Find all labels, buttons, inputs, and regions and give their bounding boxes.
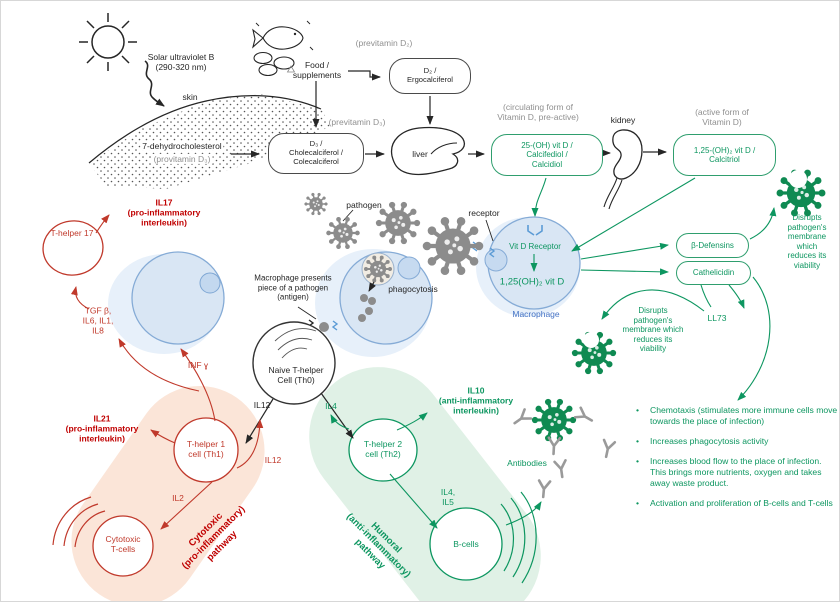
th1-cell [173,417,239,483]
th2-cell [348,418,418,482]
naive-t-cell [252,321,336,405]
uv-squiggle-arrow [144,60,165,107]
liver-icon [390,126,466,176]
calcifediol-box: 25-(OH) vit D / Calcifediol / Calcidiol [491,134,603,176]
green-viruses [530,168,827,443]
d2-ergocalciferol-box: D₂ / Ergocalciferol [389,58,471,94]
phagocytosis-macrophage [339,251,433,345]
green-arrows [330,177,777,529]
red-arrows [70,214,264,530]
vitd-effects-list: Chemotaxis (stimulates more immune cells… [633,405,838,518]
vdr-receptor-glyph [527,225,543,236]
cytotoxic-pathway-band [71,385,265,601]
list-item: Increases phagocytosis activity [633,436,838,447]
antigen-pointer-line [297,306,317,320]
process-arrows [231,70,667,158]
cathelicidin-box: Cathelicidin [676,261,751,285]
virus-with-antibodies [530,397,578,443]
list-item: Increases blood flow to the place of inf… [633,456,838,489]
list-item: Chemotaxis (stimulates more immune cells… [633,405,838,427]
cytotoxic-t-cells [52,496,154,577]
sun-icon [79,13,137,71]
kidney-icon [603,129,643,210]
fish-food-icon [252,20,314,77]
list-item: Activation and proliferation of B-cells … [633,498,838,509]
macrophage-cell-left [131,251,225,345]
d3-cholecalciferol-box: D₃ / Cholecalciferol / Colecalciferol [268,133,364,174]
b-cells [429,491,537,584]
pathogen-pointer-line [342,209,354,222]
calcitriol-box: 1,25-(OH)₂ vit D / Calcitriol [673,134,776,176]
t-helper17-cell [42,220,104,276]
receptor-pointer-line [485,219,494,242]
beta-defensins-box: β-Defensins [676,233,749,258]
